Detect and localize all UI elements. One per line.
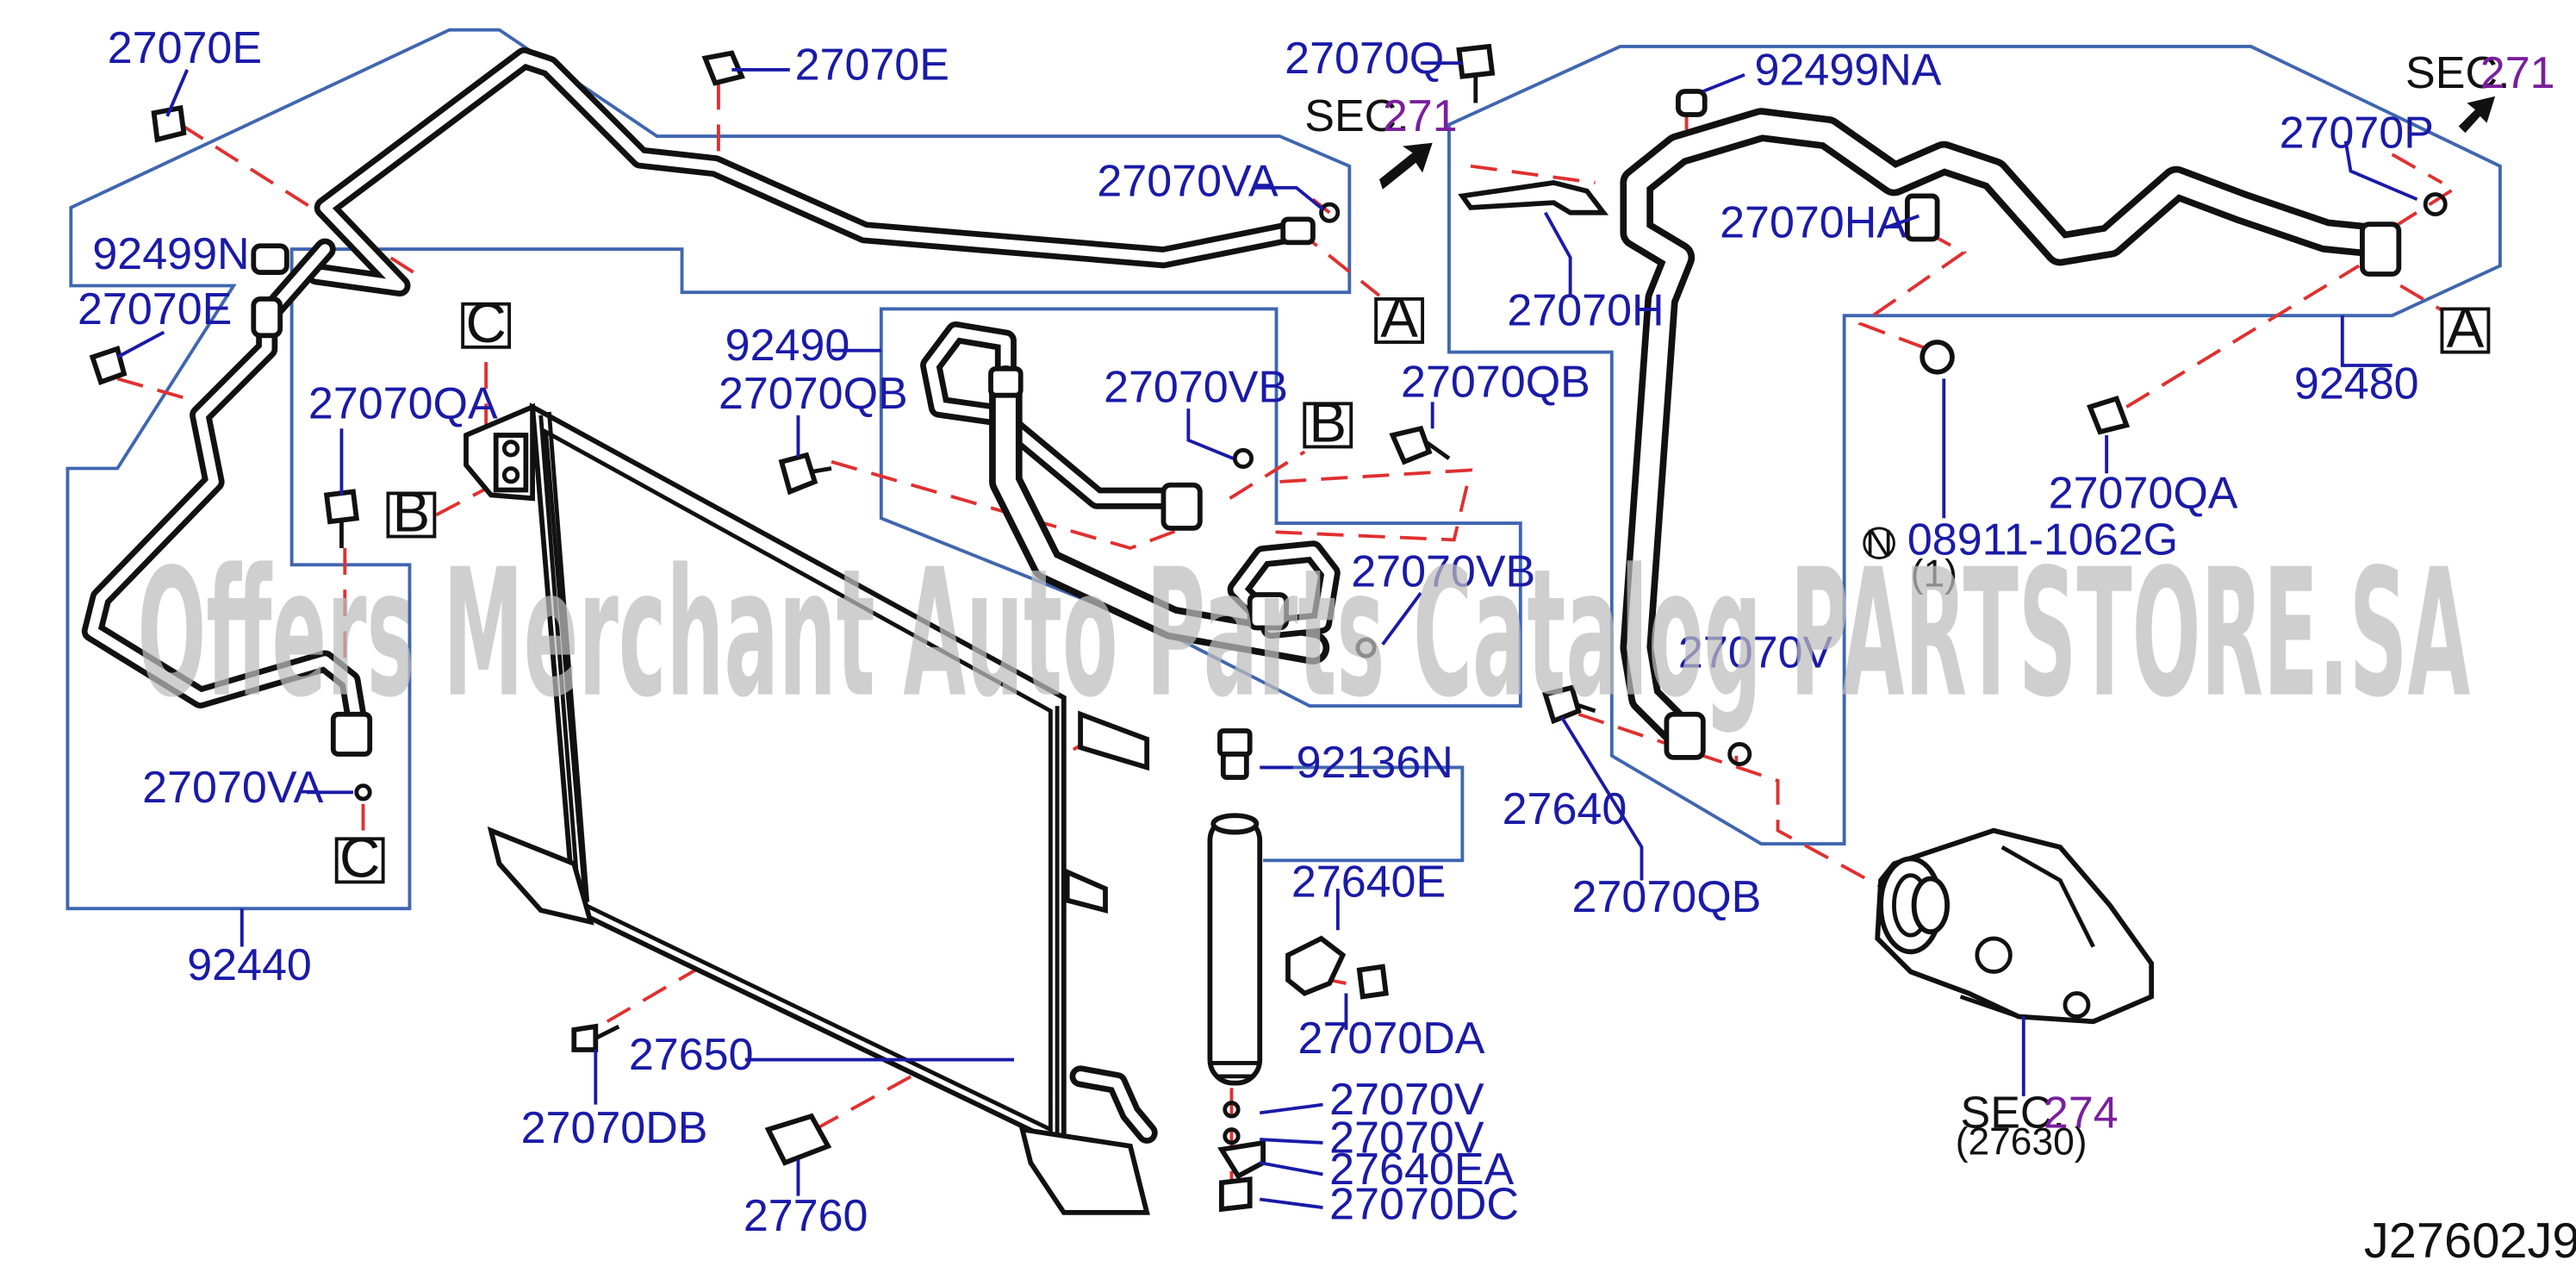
compressor-sec274[interactable] [1875, 827, 2155, 1025]
receiver-dryer-27640[interactable] [1207, 813, 1347, 1180]
group-outline-92440 [65, 28, 1352, 911]
label-27070Q[interactable]: 27070Q [1285, 34, 1444, 84]
label-27070QB-low[interactable]: 27070QB [1572, 872, 1762, 922]
label-27650[interactable]: 27650 [629, 1030, 754, 1080]
label-27070DA[interactable]: 27070DA [1298, 1014, 1485, 1064]
bolt-27070DC[interactable] [1219, 1176, 1253, 1213]
group-outline-92490 [879, 307, 1522, 708]
label-27070VA-left[interactable]: 27070VA [142, 763, 323, 813]
ref-box-C-bottom: C [334, 827, 385, 889]
sec-271-arrow-right [2458, 96, 2496, 134]
diagram-code: J27602J9 [2364, 1213, 2576, 1269]
bolt-27070DA[interactable] [1356, 964, 1389, 1000]
label-27070V-b[interactable]: 27070V [1329, 1114, 1484, 1164]
svg-text:C: C [339, 827, 380, 889]
label-27070VB-b[interactable]: 27070VB [1351, 546, 1535, 596]
label-27070P[interactable]: 27070P [2280, 109, 2434, 159]
leader-lines [116, 61, 2418, 1210]
svg-text:N: N [1865, 523, 1893, 565]
note-marker-n: N 08911-1062G (1) [1863, 515, 2178, 595]
svg-text:SEC.: SEC. [2405, 48, 2510, 98]
label-27070QA-left[interactable]: 27070QA [308, 379, 498, 429]
ref-box-A-left: A [1374, 286, 1425, 349]
label-92490[interactable]: 92490 [725, 321, 850, 371]
svg-text:(1): (1) [1911, 552, 1957, 595]
bolt-27070QA-right[interactable] [2087, 395, 2131, 435]
svg-text:271: 271 [2480, 48, 2555, 98]
bolt-27070QA-left[interactable] [323, 489, 360, 548]
svg-text:B: B [1309, 391, 1347, 454]
svg-text:A: A [2447, 296, 2485, 359]
svg-text:08911-1062G: 08911-1062G [1907, 515, 2178, 565]
label-92480[interactable]: 92480 [2294, 359, 2419, 409]
label-27640[interactable]: 27640 [1503, 784, 1627, 834]
ref-box-C-top: C [461, 291, 512, 354]
screw-27070DB[interactable] [571, 1023, 620, 1052]
clip-27070E-b[interactable] [701, 50, 745, 86]
label-27070HA[interactable]: 27070HA [1720, 198, 1907, 248]
label-27070DB[interactable]: 27070DB [521, 1103, 708, 1153]
bolt-27070QB-right[interactable] [1389, 425, 1451, 465]
ref-box-B-left: B [386, 481, 437, 544]
nut-08911-1062G[interactable] [1920, 340, 1955, 375]
label-27640EA[interactable]: 27640EA [1329, 1145, 1514, 1195]
group-outline-27640 [1263, 765, 1465, 863]
group-outline-92480 [1447, 45, 2502, 845]
label-92499N[interactable]: 92499N [92, 229, 249, 279]
ac-pipe-92440[interactable] [81, 47, 1316, 757]
label-27070VB-a[interactable]: 27070VB [1104, 362, 1288, 412]
label-27070V-hidden[interactable]: 27070V [1678, 628, 1833, 678]
svg-text:C: C [465, 291, 506, 354]
svg-text:B: B [393, 481, 431, 544]
clip-27070E-c[interactable] [89, 346, 128, 385]
label-27070QB-mid[interactable]: 27070QB [719, 369, 908, 419]
ac-hose-92480[interactable] [1458, 108, 2402, 760]
sec-271-ref-left[interactable]: SEC. 271 [1304, 91, 1457, 141]
label-27760[interactable]: 27760 [744, 1191, 868, 1241]
bolt-27070QB-mid[interactable] [778, 452, 832, 496]
sensor-27760[interactable] [764, 1113, 832, 1166]
label-92136N[interactable]: 92136N [1297, 738, 1453, 788]
svg-text:274: 274 [2044, 1089, 2119, 1139]
svg-text:SEC.: SEC. [1304, 91, 1409, 141]
svg-text:SEC.: SEC. [1961, 1089, 2065, 1139]
ref-box-A-right: A [2440, 296, 2491, 359]
label-27070QB-right[interactable]: 27070QB [1401, 358, 1590, 408]
sec-274-ref[interactable]: SEC. 274 (27630) [1956, 1089, 2119, 1164]
label-27070E-a[interactable]: 27070E [108, 23, 262, 73]
label-27070VA-top[interactable]: 27070VA [1097, 156, 1278, 206]
label-27070DC[interactable]: 27070DC [1329, 1180, 1519, 1230]
cap-92499N[interactable] [251, 243, 289, 275]
cap-92499NA[interactable] [1676, 89, 1708, 117]
o-ring-set[interactable] [354, 192, 2448, 1145]
label-27070QA-right[interactable]: 27070QA [2049, 469, 2238, 519]
label-27070E-b[interactable]: 27070E [795, 41, 949, 90]
condenser-27650[interactable] [464, 402, 1158, 1215]
label-27640E[interactable]: 27640E [1291, 858, 1446, 908]
svg-text:A: A [1380, 286, 1418, 349]
label-27070E-c[interactable]: 27070E [78, 284, 232, 334]
watermark-text: Offers Merchant Auto Parts Catalog PARTS… [137, 532, 2470, 737]
bolt-27070QB-low[interactable] [1542, 684, 1596, 725]
label-27070H[interactable]: 27070H [1507, 286, 1664, 336]
bolt-27070Q[interactable] [1456, 43, 1496, 103]
label-27070V-a[interactable]: 27070V [1329, 1075, 1484, 1125]
sec-271-ref-right[interactable]: SEC. 271 [2405, 48, 2555, 98]
part-labels: 27070E 27070E 27070E 92499N 27070QA 2707… [78, 23, 2434, 1241]
label-92499NA[interactable]: 92499NA [1755, 45, 1942, 95]
label-92440[interactable]: 92440 [187, 940, 312, 990]
switch-92136N[interactable] [1217, 728, 1253, 780]
ref-box-B-mid: B [1303, 391, 1353, 454]
sec-271-arrow-left [1379, 142, 1433, 190]
svg-text:(27630): (27630) [1956, 1120, 2088, 1163]
ac-pipe-92490[interactable] [920, 321, 1341, 664]
svg-text:271: 271 [1383, 91, 1458, 141]
